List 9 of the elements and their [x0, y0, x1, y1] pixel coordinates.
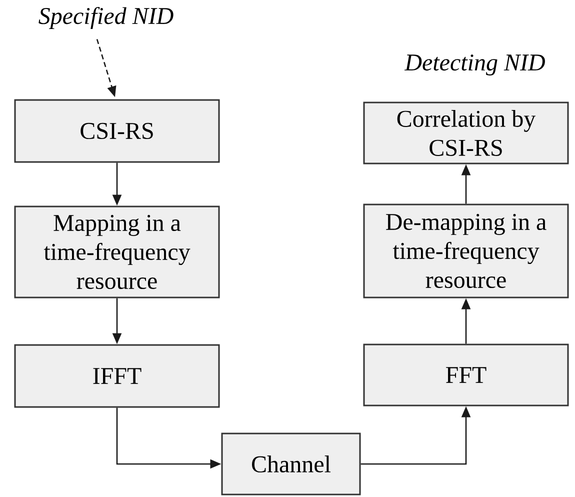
process-box: IFFT: [14, 344, 220, 408]
annotation: Specified NID: [38, 6, 174, 29]
process-box: FFT: [363, 344, 569, 406]
process-box: Channel: [221, 432, 361, 496]
annotation: Detecting NID: [404, 54, 545, 76]
process-box: Mapping in a time-frequency resource: [14, 206, 220, 298]
process-box: De-mapping in a time-frequency resource: [363, 204, 569, 298]
process-box: CSI-RS: [14, 99, 220, 163]
process-box: Correlation by CSI-RS: [363, 102, 569, 164]
